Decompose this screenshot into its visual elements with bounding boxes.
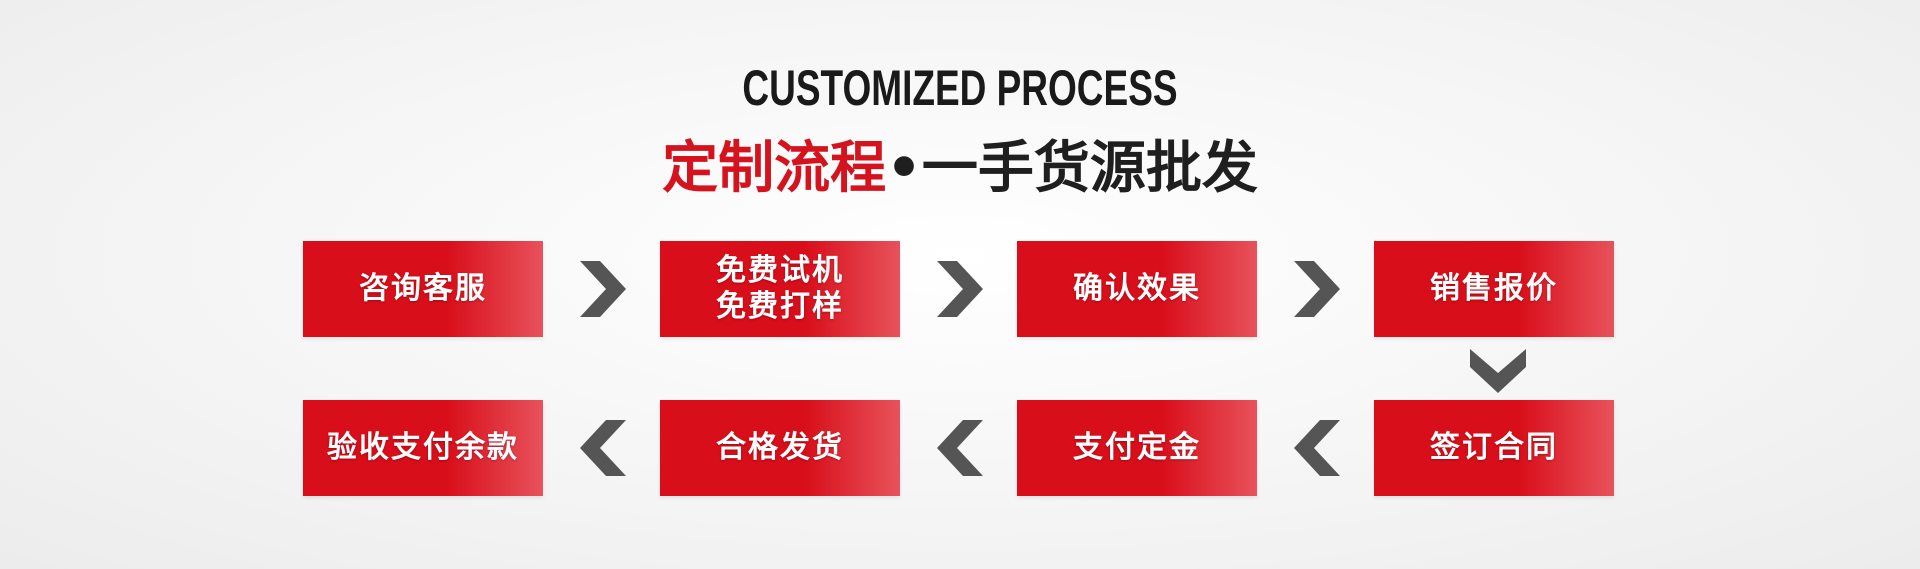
- step-label-line2: 免费打样: [716, 289, 844, 324]
- step-label: 咨询客服: [359, 271, 487, 306]
- step-confirm-effect: 确认效果: [1017, 241, 1257, 337]
- step-label: 合格发货: [716, 430, 844, 465]
- chevron-right-icon: [935, 261, 985, 317]
- heading-chinese-dot: •: [886, 136, 922, 201]
- chevron-down-icon: [1470, 347, 1526, 393]
- chevron-left-icon: [935, 420, 985, 476]
- chevron-right-icon: [1292, 261, 1342, 317]
- step-pay-deposit: 支付定金: [1017, 400, 1257, 496]
- step-consult-service: 咨询客服: [303, 241, 543, 337]
- step-free-trial-sample: 免费试机 免费打样: [660, 241, 900, 337]
- heading-english: CUSTOMIZED PROCESS: [742, 60, 1178, 116]
- step-sign-contract: 签订合同: [1374, 400, 1614, 496]
- step-label: 销售报价: [1430, 271, 1558, 306]
- step-label: 签订合同: [1430, 430, 1558, 465]
- chevron-right-icon: [578, 261, 628, 317]
- chevron-left-icon: [578, 420, 628, 476]
- heading-chinese-accent: 定制流程: [662, 136, 887, 201]
- heading-chinese-rest: 一手货源批发: [921, 136, 1258, 201]
- step-label: 验收支付余款: [327, 430, 519, 465]
- step-inspect-pay-balance: 验收支付余款: [303, 400, 543, 496]
- step-label-line1: 免费试机: [716, 253, 844, 288]
- chevron-left-icon: [1292, 420, 1342, 476]
- step-label: 确认效果: [1073, 271, 1201, 306]
- step-sales-quote: 销售报价: [1374, 241, 1614, 337]
- heading-chinese: 定制流程•一手货源批发: [0, 133, 1920, 205]
- step-qualified-shipment: 合格发货: [660, 400, 900, 496]
- step-label: 支付定金: [1073, 430, 1201, 465]
